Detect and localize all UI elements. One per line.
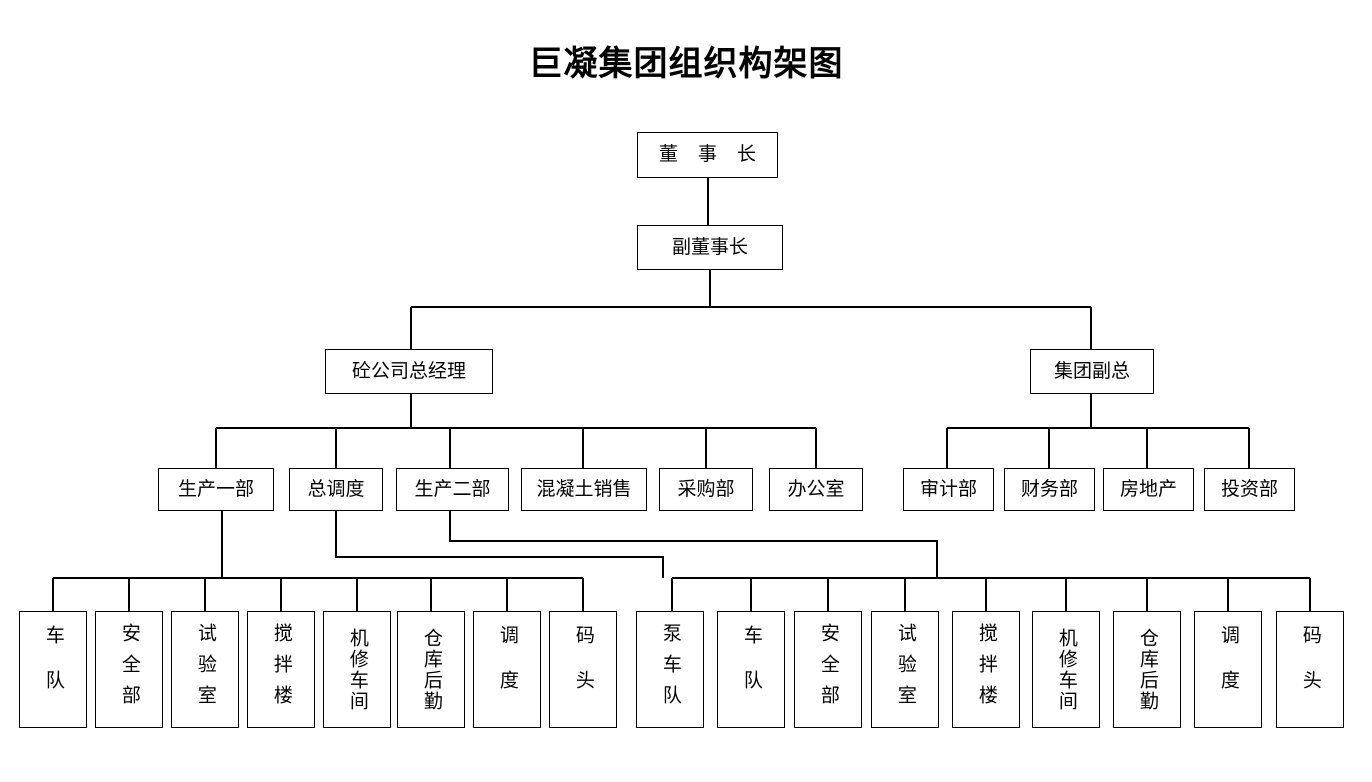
node-dept-audit[interactable]: 审计部 bbox=[903, 468, 994, 511]
edge-dispatch-to-group1 bbox=[335, 511, 664, 578]
node-g1-lab[interactable]: 试验室 bbox=[171, 611, 239, 728]
node-g1-safety[interactable]: 安全部 bbox=[95, 611, 163, 728]
node-vice-chairman[interactable]: 副董事长 bbox=[637, 225, 783, 270]
page-title: 巨凝集团组织构架图 bbox=[528, 44, 844, 84]
node-dept-purchase[interactable]: 采购部 bbox=[659, 468, 753, 511]
node-g2-pumpfleet[interactable]: 泵车队 bbox=[636, 611, 704, 728]
node-g2-fleet[interactable]: 车队 bbox=[717, 611, 785, 728]
node-g2-safety[interactable]: 安全部 bbox=[794, 611, 862, 728]
node-g2-dispatch[interactable]: 调度 bbox=[1194, 611, 1262, 728]
node-g1-dock[interactable]: 码头 bbox=[549, 611, 617, 728]
node-group-vp[interactable]: 集团副总 bbox=[1030, 349, 1154, 394]
node-g1-fleet[interactable]: 车队 bbox=[19, 611, 87, 728]
node-dept-dispatch[interactable]: 总调度 bbox=[289, 468, 383, 511]
node-dept-realestate[interactable]: 房地产 bbox=[1103, 468, 1194, 511]
node-dept-prod2[interactable]: 生产二部 bbox=[396, 468, 509, 511]
edge-prod2-to-group2 bbox=[449, 511, 938, 578]
node-g1-dispatch[interactable]: 调度 bbox=[473, 611, 541, 728]
node-dept-office[interactable]: 办公室 bbox=[769, 468, 863, 511]
node-g2-dock[interactable]: 码头 bbox=[1276, 611, 1344, 728]
node-g2-lab[interactable]: 试验室 bbox=[871, 611, 939, 728]
node-dept-prod1[interactable]: 生产一部 bbox=[158, 468, 274, 511]
node-dept-sales[interactable]: 混凝土销售 bbox=[521, 468, 647, 511]
node-concrete-gm[interactable]: 砼公司总经理 bbox=[325, 349, 493, 394]
node-g2-warehouse[interactable]: 仓库后勤 bbox=[1113, 611, 1181, 728]
node-g1-warehouse[interactable]: 仓库后勤 bbox=[397, 611, 465, 728]
node-g2-mixing[interactable]: 搅拌楼 bbox=[952, 611, 1020, 728]
node-dept-finance[interactable]: 财务部 bbox=[1004, 468, 1095, 511]
node-g2-repair[interactable]: 机修车间 bbox=[1032, 611, 1100, 728]
node-g1-mixing[interactable]: 搅拌楼 bbox=[247, 611, 315, 728]
node-dept-investment[interactable]: 投资部 bbox=[1204, 468, 1295, 511]
node-g1-repair[interactable]: 机修车间 bbox=[323, 611, 391, 728]
node-chairman[interactable]: 董 事 长 bbox=[637, 132, 778, 178]
